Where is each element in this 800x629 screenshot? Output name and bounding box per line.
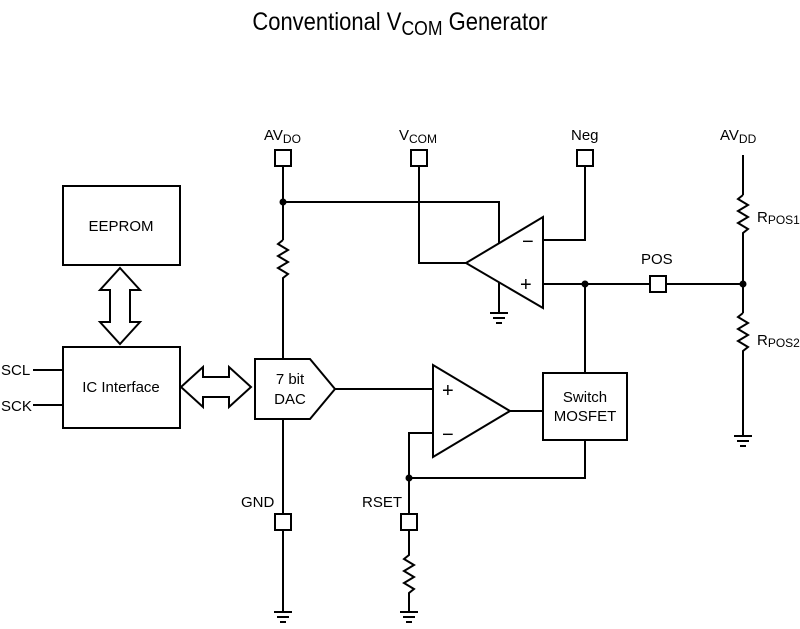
eeprom-label: EEPROM [88,218,153,235]
dac-block [254,358,337,420]
resistor-rpos2 [736,312,750,355]
bidirectional-arrow-vertical [97,266,143,346]
junction [581,280,589,288]
pad-neg [576,149,594,167]
ground-icon [273,611,293,623]
mosfet-label-2: MOSFET [554,408,617,425]
wire-pos [543,283,743,373]
eeprom-block [62,185,181,266]
pad-avdo [274,149,292,167]
ground-icon [399,611,419,623]
signal-label-scl: SCL [1,362,30,379]
opamp2-minus: − [442,424,454,446]
opamp1-minus: − [522,231,534,253]
resistor-rpos1 [736,194,750,235]
junction [405,474,413,482]
pin-label-gnd: GND [241,494,275,511]
wire-neg [543,166,586,241]
ground-icon [489,312,509,324]
ground-icon [733,435,753,447]
bidirectional-arrow-horizontal [179,364,253,410]
wire-scl-sck [33,369,63,406]
pad-vcom [410,149,428,167]
pin-label-vcom: VCOM [399,127,437,146]
junction [739,280,747,288]
ic-interface-block [62,346,181,429]
wire-feedback [408,432,586,514]
pin-label-pos: POS [641,251,673,268]
pin-label-rset: RSET [362,494,402,511]
opamp1-plus: + [520,274,532,296]
pin-label-avdd: AVDD [720,127,757,146]
opamp-driver [432,363,512,459]
label-rpos2: RPOS2 [757,332,800,350]
pin-label-avdo: AVDO [264,127,301,146]
pad-gnd [274,513,292,531]
pad-rset [400,513,418,531]
dac-label-1: 7 bit [276,371,305,388]
pin-label-neg: Neg [571,127,599,144]
label-rpos1: RPOS1 [757,209,800,227]
signal-label-sck: SCK [1,398,32,415]
opamp-vcom-buffer [464,215,544,310]
switch-mosfet-block [542,372,628,441]
mosfet-label-1: Switch [563,389,607,406]
dac-label-2: DAC [274,391,306,408]
resistor-avdo [276,239,290,282]
wire-vcom [418,166,466,264]
ic-interface-label: IC Interface [82,379,160,396]
opamp2-plus: + [442,380,454,402]
resistor-rset [402,530,416,612]
pad-pos [649,275,667,293]
diagram-title: Conventional VCOM Generator [252,8,547,40]
junction [279,198,287,206]
